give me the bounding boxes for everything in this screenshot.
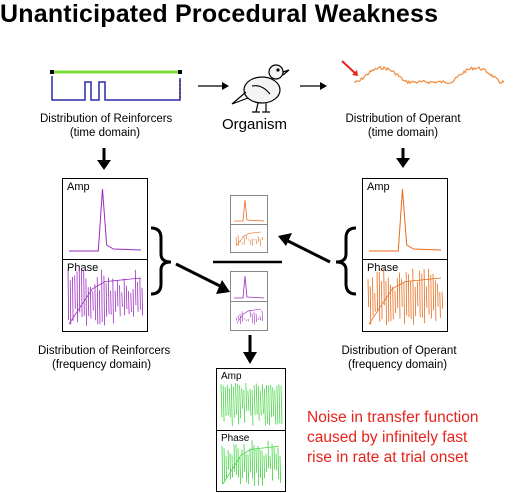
denominator-amp-plot	[231, 272, 267, 301]
arrow-to-numerator	[278, 233, 331, 264]
reinforcer-time-signal	[50, 70, 182, 101]
result-amp-label: Amp	[221, 371, 242, 382]
operant-frequency-label: Distribution of Operant (frequency domai…	[341, 345, 457, 371]
left-phase-plot: Phase	[63, 259, 147, 332]
operant-frequency-panel: Amp Phase	[362, 178, 448, 332]
arrow-to-operant	[300, 82, 327, 90]
right-phase-plot: Phase	[363, 259, 447, 332]
arrow-to-organism	[198, 82, 229, 90]
center-numerator-panel	[230, 195, 268, 253]
center-denominator-panel	[230, 271, 268, 331]
numerator-phase-plot	[231, 224, 267, 253]
arrow-to-result	[243, 335, 257, 364]
right-phase-label: Phase	[367, 262, 399, 274]
left-amp-plot: Amp	[63, 179, 147, 259]
reinforcers-frequency-label: Distribution of Reinforcers (frequency d…	[38, 345, 171, 371]
diagram-title: Unanticipated Procedural Weakness	[0, 0, 439, 28]
left-phase-label: Phase	[67, 262, 99, 274]
arrow-to-denominator	[175, 262, 230, 294]
reinforcer-frequency-panel: Amp Phase	[62, 178, 148, 332]
right-amp-plot: Amp	[363, 179, 447, 259]
arrow-right-down	[396, 148, 410, 168]
result-phase-label: Phase	[221, 433, 250, 444]
result-amp-plot: Amp	[217, 369, 285, 430]
reinforcers-time-label: Distribution of Reinforcers (time domain…	[40, 113, 173, 139]
organism-label: Organism	[222, 116, 288, 133]
arrow-left-down	[97, 148, 111, 170]
left-brace	[150, 226, 172, 296]
right-amp-label: Amp	[367, 181, 390, 193]
noise-note: Noise in transfer function caused by inf…	[307, 409, 479, 466]
transfer-function-panel: Amp Phase	[216, 368, 286, 492]
bird-icon	[231, 64, 290, 113]
right-brace	[335, 226, 357, 296]
operant-time-label: Distribution of Operant (time domain)	[345, 113, 461, 139]
left-amp-label: Amp	[67, 181, 90, 193]
operant-time-signal	[341, 60, 505, 85]
result-phase-plot: Phase	[217, 430, 285, 492]
numerator-amp-plot	[231, 196, 267, 224]
denominator-phase-plot	[231, 301, 267, 331]
